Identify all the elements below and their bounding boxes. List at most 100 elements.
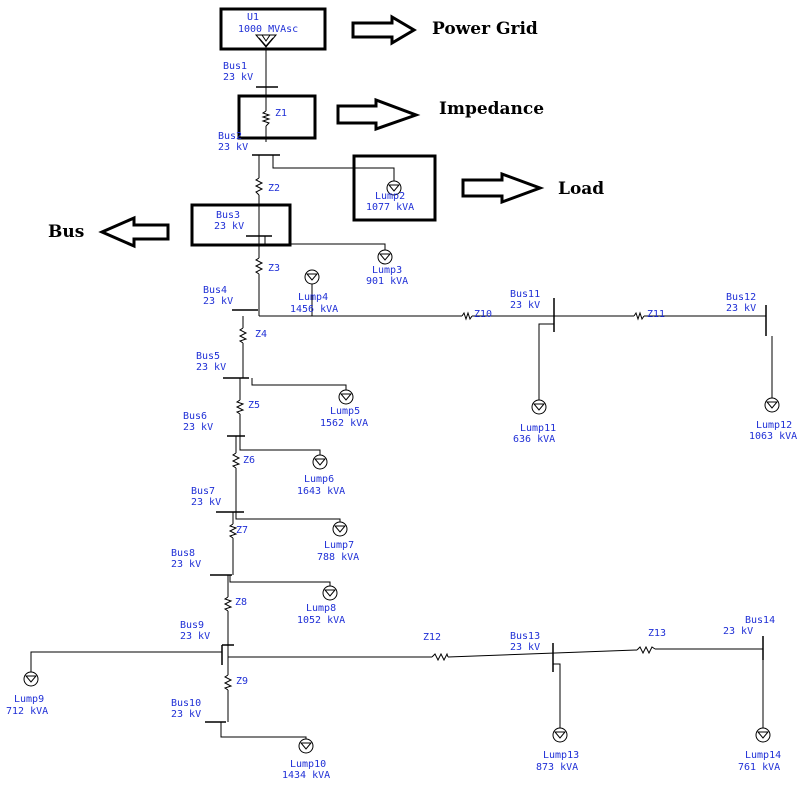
load-annotation: Load [558, 179, 604, 199]
bus13-voltage: 23 kV [510, 642, 540, 653]
impedance-highlight-box [237, 94, 317, 140]
power-grid-annotation: Power Grid [432, 19, 538, 39]
bus4-name: Bus4 [203, 285, 227, 296]
bus6-voltage: 23 kV [183, 422, 213, 433]
lump6-load-icon [312, 454, 328, 470]
lump12-load-icon [764, 397, 780, 413]
bus14-name: Bus14 [745, 615, 775, 626]
z3-label: Z3 [268, 263, 280, 274]
z13-resistor-icon [636, 645, 656, 655]
z4-label: Z4 [255, 329, 267, 340]
impedance-arrow [336, 97, 421, 132]
lump2-name: Lump2 [375, 191, 405, 202]
lump4-name: Lump4 [298, 292, 328, 303]
z7-resistor-icon [228, 523, 238, 539]
impedance-annotation: Impedance [439, 99, 544, 119]
bus2-name: Bus2 [218, 131, 242, 142]
z9-resistor-icon [223, 674, 233, 691]
bus4-voltage: 23 kV [203, 296, 233, 307]
lump12-name: Lump12 [756, 420, 792, 431]
lump2-rating: 1077 kVA [366, 202, 414, 213]
bus2-voltage: 23 kV [218, 142, 248, 153]
bus-highlight-box [190, 203, 292, 247]
lump11-rating: 636 kVA [513, 434, 555, 445]
lump9-name: Lump9 [14, 694, 44, 705]
lump4-load-icon [304, 269, 320, 285]
utility-source-icon [254, 34, 278, 48]
bus9-voltage: 23 kV [180, 631, 210, 642]
lump8-name: Lump8 [306, 603, 336, 614]
z13-label: Z13 [648, 628, 666, 639]
lump5-name: Lump5 [330, 406, 360, 417]
z5-label: Z5 [248, 400, 260, 411]
bus7-name: Bus7 [191, 486, 215, 497]
lump13-rating: 873 kVA [536, 762, 578, 773]
lump14-rating: 761 kVA [738, 762, 780, 773]
lump11-name: Lump11 [520, 423, 556, 434]
lump14-load-icon [755, 727, 771, 743]
source-rating: 1000 MVAsc [238, 24, 298, 35]
z8-resistor-icon [223, 596, 233, 612]
z10-resistor-icon [461, 311, 473, 321]
lump9-rating: 712 kVA [6, 706, 48, 717]
bus7-voltage: 23 kV [191, 497, 221, 508]
bus11-name: Bus11 [510, 289, 540, 300]
bus8-voltage: 23 kV [171, 559, 201, 570]
z1-resistor-icon [261, 110, 271, 127]
z8-label: Z8 [235, 597, 247, 608]
bus11-voltage: 23 kV [510, 300, 540, 311]
bus8-name: Bus8 [171, 548, 195, 559]
lump5-rating: 1562 kVA [320, 418, 368, 429]
z11-label: Z11 [647, 309, 665, 320]
lump7-load-icon [332, 521, 348, 537]
lump6-name: Lump6 [304, 474, 334, 485]
lump8-load-icon [322, 585, 338, 601]
lump9-load-icon [23, 671, 39, 687]
lump3-name: Lump3 [372, 265, 402, 276]
bus13-name: Bus13 [510, 631, 540, 642]
z10-label: Z10 [474, 309, 492, 320]
power-grid-highlight-box [219, 7, 327, 51]
bus3-voltage: 23 kV [214, 221, 244, 232]
lump14-name: Lump14 [745, 750, 781, 761]
bus12-name: Bus12 [726, 292, 756, 303]
z9-label: Z9 [236, 676, 248, 687]
bus12-voltage: 23 kV [726, 303, 756, 314]
z11-resistor-icon [633, 311, 645, 321]
z2-resistor-icon [254, 177, 264, 196]
lump13-load-icon [552, 727, 568, 743]
load-arrow [461, 171, 545, 205]
lump12-rating: 1063 kVA [749, 431, 797, 442]
lump3-load-icon [377, 249, 393, 265]
z12-resistor-icon [431, 652, 449, 662]
z3-resistor-icon [254, 257, 264, 275]
z6-resistor-icon [231, 452, 241, 469]
power-grid-arrow [351, 14, 417, 46]
bus14-voltage: 23 kV [723, 626, 753, 637]
lump13-name: Lump13 [543, 750, 579, 761]
bus9-name: Bus9 [180, 620, 204, 631]
z7-label: Z7 [236, 525, 248, 536]
bus6-name: Bus6 [183, 411, 207, 422]
z4-resistor-icon [238, 327, 248, 344]
lump11-load-icon [531, 399, 547, 415]
bus1-voltage: 23 kV [223, 72, 253, 83]
z1-label: Z1 [275, 108, 287, 119]
lump2-load-icon [386, 180, 402, 196]
lump10-rating: 1434 kVA [282, 770, 330, 781]
z12-label: Z12 [423, 632, 441, 643]
lump8-rating: 1052 kVA [297, 615, 345, 626]
source-name: U1 [247, 12, 259, 23]
lump6-rating: 1643 kVA [297, 486, 345, 497]
lump5-load-icon [338, 389, 354, 405]
bus5-name: Bus5 [196, 351, 220, 362]
bus10-voltage: 23 kV [171, 709, 201, 720]
lump10-load-icon [298, 738, 314, 754]
bus-annotation: Bus [48, 222, 84, 242]
lump4-rating: 1456 kVA [290, 304, 338, 315]
z5-resistor-icon [235, 399, 245, 415]
load-highlight-box [352, 154, 437, 222]
lump7-rating: 788 kVA [317, 552, 359, 563]
lump7-name: Lump7 [324, 540, 354, 551]
